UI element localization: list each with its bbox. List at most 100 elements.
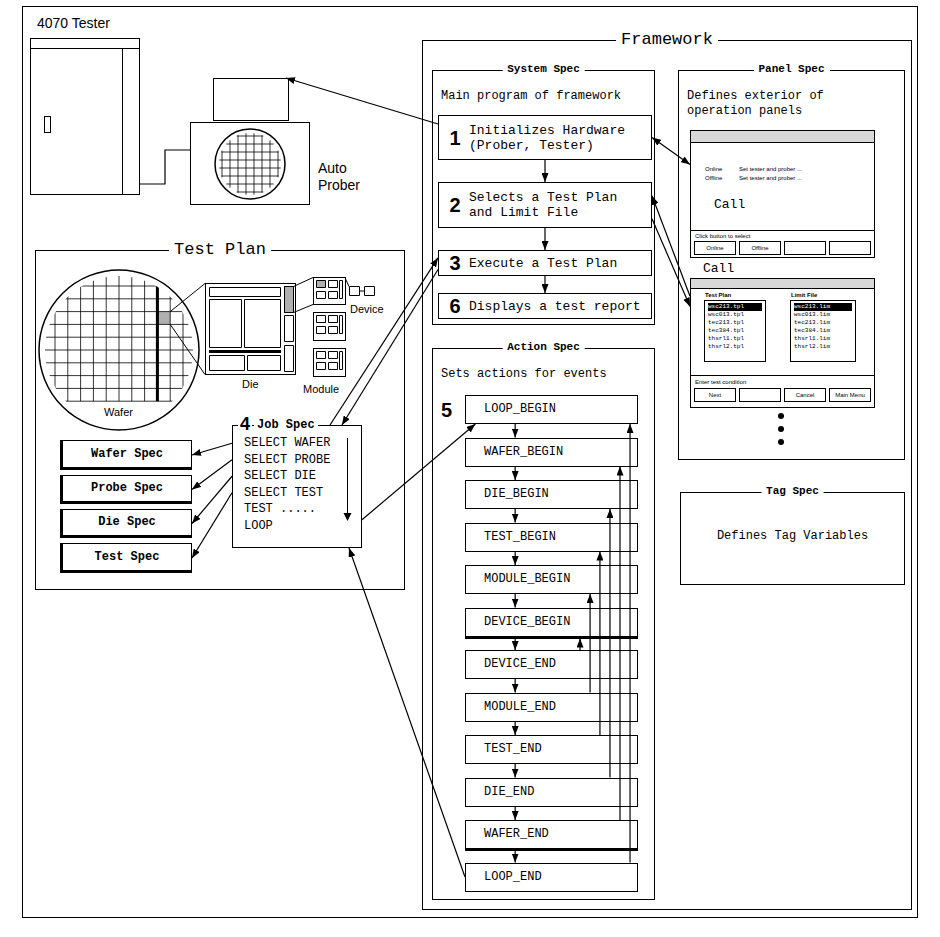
job-statement: SELECT DIE — [244, 468, 361, 485]
event-name: TEST_END — [484, 742, 637, 757]
connector — [629, 424, 630, 863]
section-heading: System Spec — [502, 62, 585, 77]
selected-device-cell — [317, 281, 326, 288]
event-name: DIE_BEGIN — [484, 487, 637, 502]
button-label: Offline — [751, 244, 768, 252]
connector — [652, 196, 690, 296]
operation-panel: OnlineSet tester and prober ...OfflineSe… — [690, 130, 875, 258]
step-box: 2Selects a Test Plan and Limit File — [438, 182, 652, 228]
event-name: LOOP_END — [484, 870, 637, 885]
ellipsis-dot — [778, 426, 784, 432]
event-name: WAFER_BEGIN — [484, 445, 637, 460]
panel-rule — [691, 289, 874, 376]
connector — [192, 493, 232, 558]
menu-description: Set tester and prober ... — [739, 165, 802, 173]
selected-column — [156, 270, 159, 401]
connector — [342, 270, 438, 426]
connector — [515, 424, 516, 438]
blank-button — [740, 389, 781, 402]
illustration-label: Device — [350, 303, 384, 316]
wafer-grid — [40, 270, 198, 401]
panel-rule — [691, 143, 874, 231]
device-label: Auto Prober — [318, 160, 373, 194]
spec-name: Wafer Spec — [91, 447, 163, 462]
tester-cabinet: 4070 Tester — [30, 38, 140, 195]
event-box: DEVICE_BEGIN — [465, 608, 638, 639]
device-label: 4070 Tester — [37, 15, 110, 31]
file-name: thsrl2.lim — [794, 343, 852, 351]
step-number: 1 — [441, 128, 469, 148]
framework-box: FrameworkSystem SpecMain program of fram… — [422, 40, 912, 910]
step-number: 2 — [441, 195, 469, 215]
tester-detail — [31, 48, 139, 194]
callout-number: 4 — [238, 414, 252, 434]
step-text: Displays a test report — [469, 299, 645, 314]
event-name: MODULE_END — [484, 700, 637, 715]
zoom-line — [294, 278, 314, 313]
event-name: WAFER_END — [484, 827, 637, 842]
event-box: TEST_BEGIN — [465, 523, 638, 552]
operation-panel: Enter test conditionTest Planwsc213.tplw… — [690, 278, 875, 408]
event-box: TEST_END — [465, 735, 638, 764]
step-box: 6Displays a test report — [438, 293, 652, 319]
section-description: Main program of framework — [441, 89, 646, 104]
event-name: LOOP_BEGIN — [484, 402, 637, 417]
connector — [362, 424, 475, 520]
connector — [192, 460, 232, 490]
outer-frame — [23, 7, 918, 918]
connector — [544, 228, 545, 250]
test-plan-box: Test Plan4Job SpecSELECT WAFERSELECT PRO… — [35, 250, 405, 590]
event-name: DIE_END — [484, 785, 637, 800]
job-spec-box: 4Job SpecSELECT WAFERSELECT PROBESELECT … — [232, 425, 362, 548]
selected-module-cell — [285, 287, 294, 313]
panel-title-bar — [691, 131, 874, 142]
connector — [544, 276, 545, 293]
file-name: thsrl2.tpl — [708, 343, 762, 351]
menu-description: Set tester and prober ... — [739, 174, 802, 182]
job-statement: TEST ..... — [244, 501, 361, 518]
file-name: wsc013.tpl — [708, 311, 762, 319]
blank-button — [785, 242, 826, 255]
event-box: MODULE_BEGIN — [465, 565, 638, 594]
connector — [515, 851, 516, 863]
job-flow-line — [347, 438, 348, 514]
module-cells — [317, 281, 343, 370]
connector — [619, 467, 620, 821]
connector — [515, 509, 516, 523]
file-list: Test Planwsc213.tplwsc013.tpltec213.tplt… — [704, 300, 766, 362]
event-name: MODULE_BEGIN — [484, 572, 637, 587]
illustration-label: Wafer — [104, 406, 133, 419]
status-text: Click button to select — [695, 232, 750, 240]
event-name: DEVICE_BEGIN — [484, 615, 637, 630]
event-box: MODULE_END — [465, 693, 638, 722]
step-text: Initializes Hardware (Prober, Tester) — [469, 123, 645, 153]
step-box: 3Execute a Test Plan — [438, 250, 652, 276]
event-box: WAFER_BEGIN — [465, 438, 638, 467]
connector — [515, 467, 516, 481]
wafer-grid-group — [40, 270, 198, 401]
file-name: tec384.tpl — [708, 327, 762, 335]
section-description: Sets actions for events — [441, 367, 646, 382]
connector-group — [140, 78, 690, 877]
section-description: Defines exterior of operation panels — [687, 89, 837, 119]
job-statement: LOOP — [244, 518, 361, 535]
connector — [515, 679, 516, 693]
connector — [192, 476, 232, 523]
spec-name: Die Spec — [98, 515, 156, 530]
connector — [544, 160, 545, 182]
blank-button — [830, 242, 871, 255]
die-blocks — [210, 288, 294, 372]
panel-title-bar — [691, 279, 874, 288]
file-name: tec384.lim — [794, 327, 852, 335]
ellipsis-dot — [778, 439, 784, 445]
step-text: Execute a Test Plan — [469, 256, 645, 271]
job-flow-head — [344, 513, 352, 521]
connector — [515, 764, 516, 778]
file-name: wsc013.lim — [794, 311, 852, 319]
tester-handle — [45, 117, 51, 133]
illustration-label: Module — [303, 383, 339, 396]
connector — [515, 552, 516, 566]
event-name: TEST_BEGIN — [484, 530, 637, 545]
list-heading: Limit File — [791, 291, 817, 299]
